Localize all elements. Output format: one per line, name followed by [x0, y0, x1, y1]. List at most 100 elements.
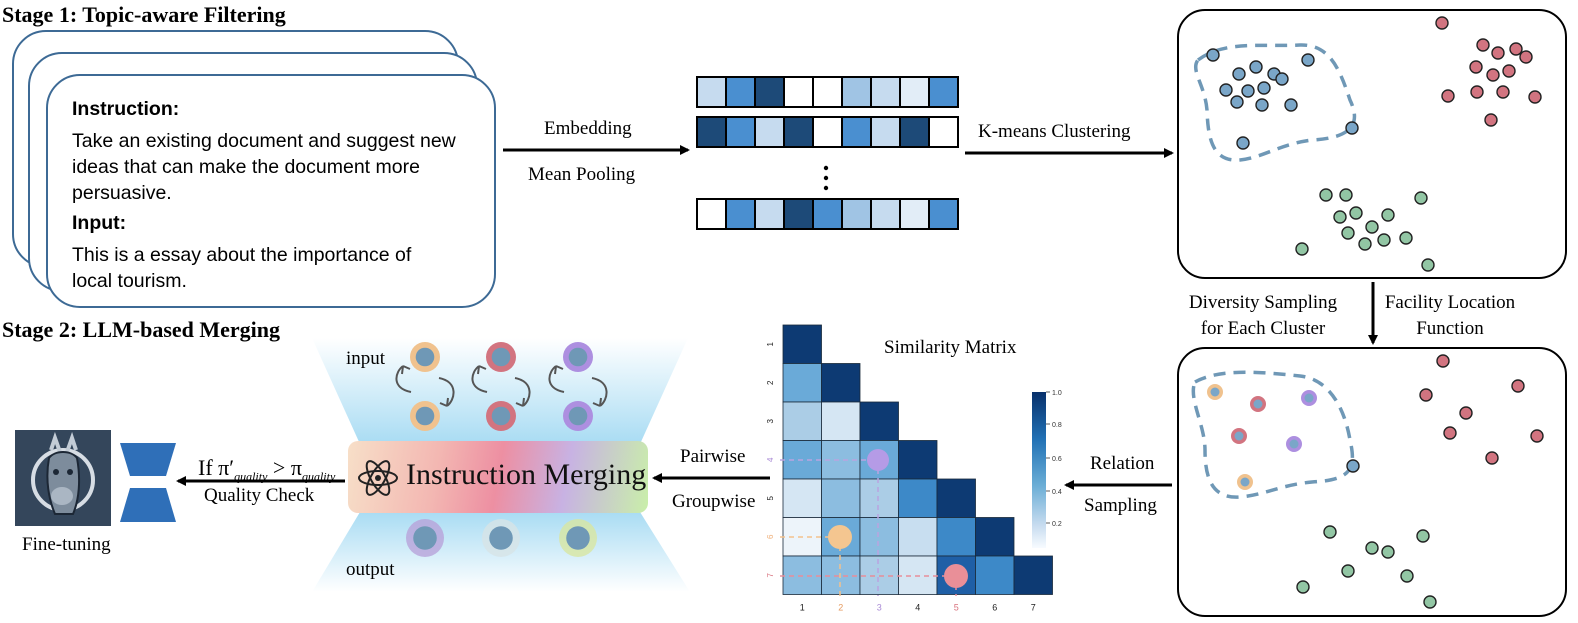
hourglass-top: [312, 338, 688, 444]
quality-condition: If π′quality > πquality: [198, 455, 335, 484]
cluster-panel-bottom: [1177, 347, 1567, 617]
embedding-vectors: [696, 76, 959, 230]
embedding-cell: [696, 198, 727, 230]
stage2-title: Stage 2: LLM-based Merging: [2, 317, 281, 342]
matrix-xtick: 7: [1031, 603, 1036, 613]
embedding-cell: [841, 116, 872, 148]
matrix-highlight-purple: [867, 449, 889, 471]
groupwise-label: Groupwise: [672, 491, 756, 512]
embedding-cell: [812, 116, 843, 148]
finetune-label: Fine-tuning: [22, 534, 111, 555]
embedding-cell: [783, 76, 814, 108]
merge-input-label: input: [346, 348, 386, 369]
embedding-cell: [725, 116, 756, 148]
embedding-cell: [841, 198, 872, 230]
instruction-merging-label: Instruction Merging: [406, 458, 647, 491]
matrix-cell: [859, 478, 899, 518]
colorbar-tick-label: 0.2: [1052, 521, 1062, 528]
matrix-cell: [859, 517, 899, 557]
diversity-line1: Diversity Sampling: [1188, 292, 1338, 313]
embedding-cell: [812, 198, 843, 230]
colorbar: [1032, 392, 1046, 548]
matrix-xtick: 4: [915, 603, 920, 613]
merge-input-orange: [415, 406, 435, 426]
kmeans-label: K-means Clustering: [978, 121, 1131, 142]
matrix-cell: [975, 555, 1015, 595]
instruction-text: Take an existing document and suggest ne…: [72, 130, 456, 204]
llm-robot-image: [15, 430, 111, 526]
cluster-panel-top: [1177, 9, 1567, 279]
merge-output-green: [566, 526, 590, 550]
merge-input-red: [491, 347, 511, 367]
similarity-title: Similarity Matrix: [884, 337, 1017, 358]
condition-sub1: quality: [234, 469, 268, 484]
embedding-cell: [812, 76, 843, 108]
matrix-xtick: 6: [992, 603, 997, 613]
compress-icon-bottom: [120, 488, 176, 522]
merge-input-orange: [415, 347, 435, 367]
embedding-cell: [754, 198, 785, 230]
instruction-heading: Instruction:: [72, 98, 180, 120]
sampling-label: Sampling: [1084, 495, 1157, 516]
colorbar-tick-label: 0.4: [1052, 489, 1062, 496]
colorbar-tick-label: 0.8: [1052, 422, 1062, 429]
merge-input-red: [491, 406, 511, 426]
embedding-cell: [725, 198, 756, 230]
embedding-cell: [899, 198, 930, 230]
instruction-merging-box: [348, 441, 648, 513]
embedding-cell: [754, 76, 785, 108]
matrix-xtick: 2: [838, 603, 843, 613]
embedding-cell: [696, 116, 727, 148]
swap-arrow-right: [591, 377, 608, 407]
embedding-cell: [696, 76, 727, 108]
matrix-cell: [782, 363, 822, 403]
relation-label: Relation: [1090, 453, 1155, 474]
matrix-highlight-red: [944, 564, 968, 588]
instruction-card-text: Instruction: Take an existing document a…: [72, 96, 482, 294]
embedding-cell: [928, 198, 959, 230]
matrix-cell: [821, 401, 861, 441]
matrix-cell: [782, 478, 822, 518]
facility-line2: Function: [1416, 318, 1484, 339]
input-text: This is a essay about the importance of …: [72, 244, 412, 292]
merge-output-grey: [489, 526, 513, 550]
embedding-cell: [870, 116, 901, 148]
matrix-cell: [936, 478, 976, 518]
condition-if: If: [198, 455, 219, 480]
embedding-cell: [928, 116, 959, 148]
instruction-card-front: [46, 74, 496, 308]
embedding-cell: [754, 116, 785, 148]
merge-output-label: output: [346, 559, 395, 580]
matrix-ytick: 2: [766, 380, 775, 385]
condition-pi: π: [290, 455, 302, 480]
swap-arrow-right: [438, 377, 455, 407]
embedding-cell: [841, 76, 872, 108]
matrix-xtick: 3: [877, 603, 882, 613]
matrix-highlight-orange: [828, 525, 852, 549]
matrix-cell: [975, 517, 1015, 557]
matrix-xtick: 5: [954, 603, 959, 613]
pairwise-label: Pairwise: [680, 446, 746, 467]
facility-location-label: Facility Location Function: [1380, 290, 1520, 342]
embedding-cell: [783, 116, 814, 148]
matrix-cell: [782, 324, 822, 364]
swap-arrow-right: [514, 377, 531, 407]
embedding-label: Embedding: [544, 118, 632, 139]
matrix-xtick: 1: [800, 603, 805, 613]
matrix-ytick: 5: [766, 495, 775, 500]
matrix-ytick: 3: [766, 418, 775, 423]
matrix-ytick: 6: [766, 534, 775, 539]
matrix-cell: [1013, 555, 1053, 595]
embedding-cell: [899, 116, 930, 148]
embedding-cell: [899, 76, 930, 108]
mean-pooling-label: Mean Pooling: [528, 164, 636, 185]
matrix-cell: [898, 517, 938, 557]
matrix-ytick: 7: [766, 572, 775, 577]
swap-arrow-left: [548, 365, 565, 393]
matrix-ytick: 4: [766, 457, 775, 462]
matrix-cell: [821, 478, 861, 518]
merge-input-purple: [568, 347, 588, 367]
